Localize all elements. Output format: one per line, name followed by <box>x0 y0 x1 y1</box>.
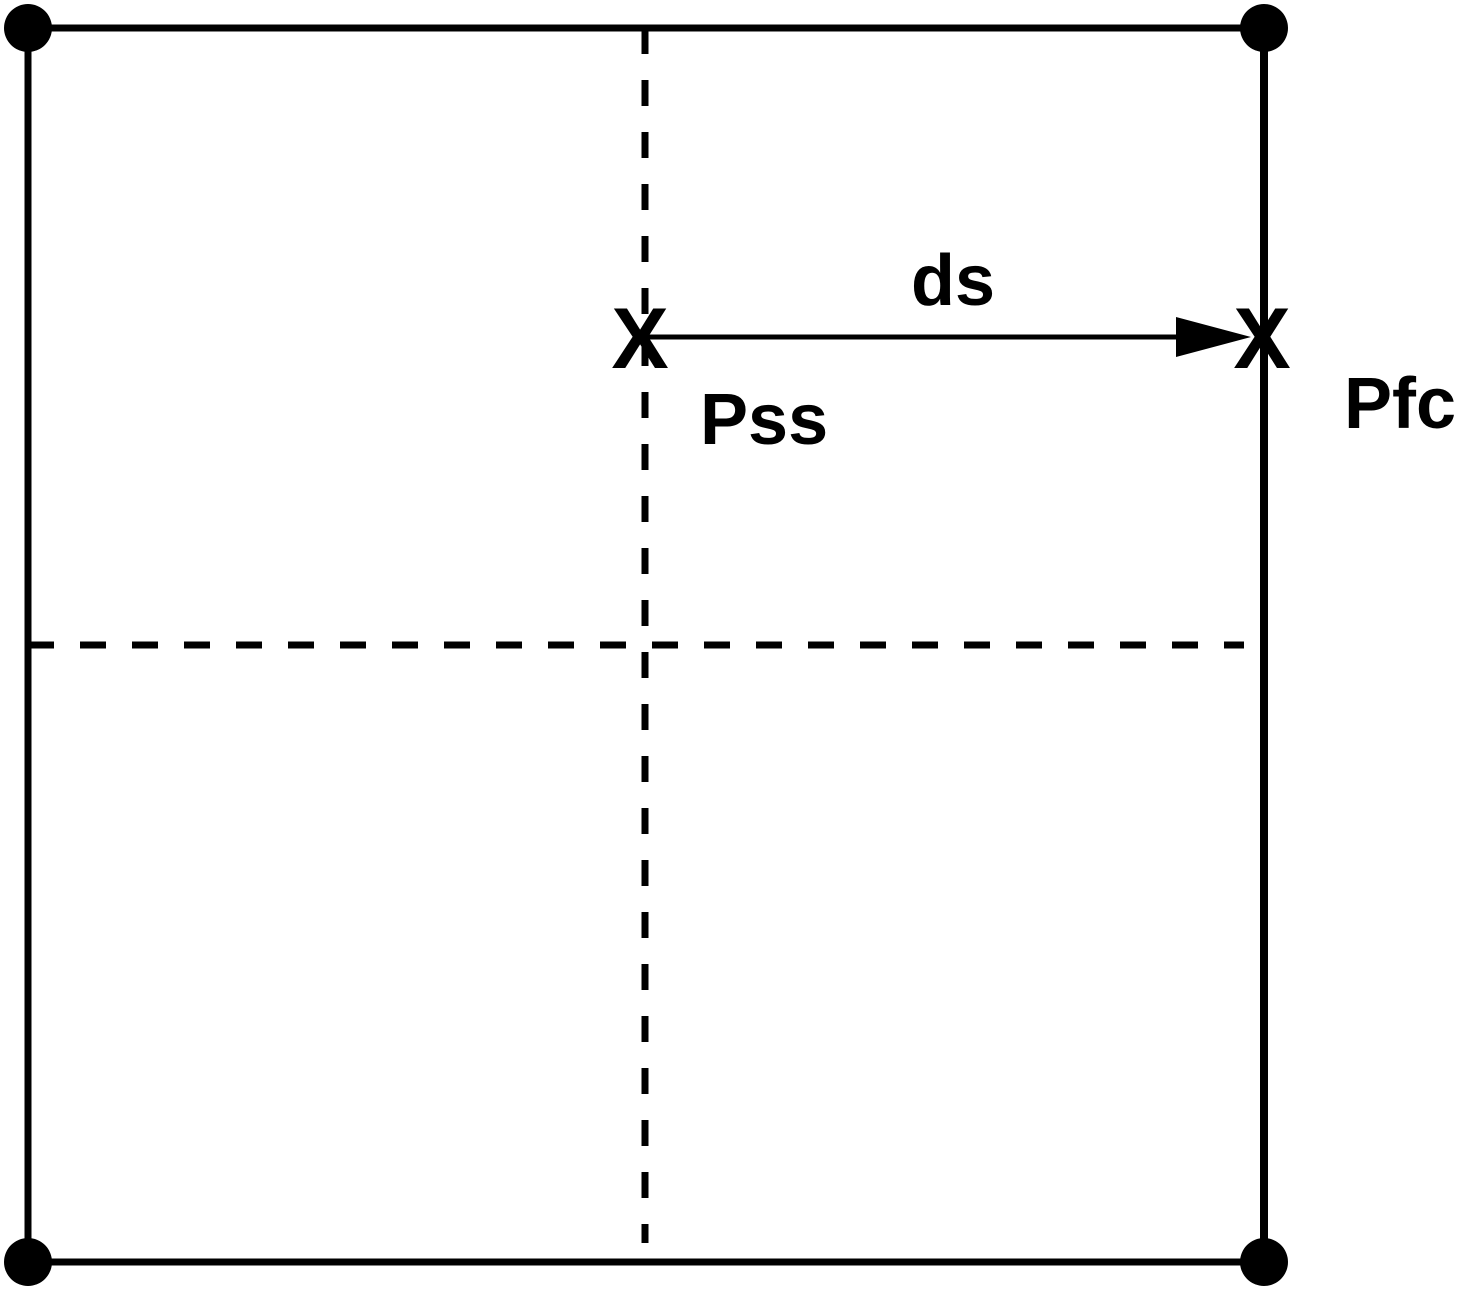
pfc-marker-glyph: X <box>1233 291 1290 387</box>
corner-nodes <box>4 4 1288 1286</box>
ds-arrow-head <box>1176 317 1251 357</box>
bottom-right-node <box>1240 1238 1288 1286</box>
ds-label: ds <box>911 241 995 321</box>
dashed-centerlines <box>28 28 1244 1243</box>
pss-label: Pss <box>700 380 828 460</box>
top-left-node <box>4 4 52 52</box>
pfc-label: Pfc <box>1344 364 1456 444</box>
ds-dimension-arrow <box>648 317 1251 357</box>
bottom-left-node <box>4 1238 52 1286</box>
pss-marker-glyph: X <box>611 291 668 387</box>
top-right-node <box>1240 4 1288 52</box>
